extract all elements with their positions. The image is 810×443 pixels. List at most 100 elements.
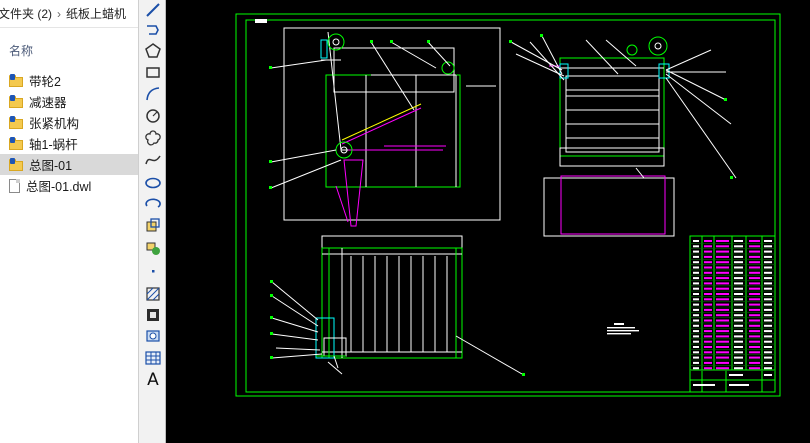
rectangle-icon[interactable] bbox=[142, 62, 164, 82]
bom-cell-mark bbox=[716, 287, 729, 290]
list-item-folder[interactable]: 带轮2 bbox=[0, 70, 138, 91]
bom-cell-mark bbox=[704, 250, 712, 253]
bom-cell-mark bbox=[693, 346, 699, 348]
region-icon[interactable] bbox=[142, 326, 164, 346]
bom-cell-mark bbox=[734, 293, 743, 295]
bom-cell-mark bbox=[734, 245, 743, 248]
bom-cell-mark bbox=[764, 240, 772, 242]
make-block-icon[interactable] bbox=[142, 238, 164, 258]
plan-view bbox=[270, 235, 525, 376]
sheet-corner-tag bbox=[255, 19, 267, 23]
ellipse-arc-icon[interactable] bbox=[142, 194, 164, 214]
front-view bbox=[269, 27, 501, 227]
bom-cell-mark bbox=[693, 303, 699, 306]
bom-cell-mark bbox=[764, 346, 772, 348]
list-item-folder[interactable]: 张紧机构 bbox=[0, 112, 138, 133]
table-icon[interactable] bbox=[142, 348, 164, 368]
spline-icon[interactable] bbox=[142, 150, 164, 170]
revision-cloud-icon[interactable] bbox=[142, 128, 164, 148]
bom-cell-mark bbox=[764, 308, 772, 311]
gradient-icon[interactable] bbox=[142, 305, 164, 325]
bom-cell-mark bbox=[749, 324, 760, 327]
drawing-canvas[interactable] bbox=[166, 0, 810, 443]
bom-cell-mark bbox=[716, 367, 729, 370]
bom-cell-mark bbox=[704, 271, 712, 274]
bom-cell-mark bbox=[749, 314, 760, 317]
bom-cell-mark bbox=[734, 250, 743, 253]
polygon-icon[interactable] bbox=[142, 41, 164, 61]
bom-cell-mark bbox=[716, 293, 729, 295]
bom-cell-mark bbox=[749, 277, 760, 280]
bom-cell-mark bbox=[693, 282, 699, 285]
file-item-label: 轴1-蜗杆 bbox=[29, 138, 78, 152]
bom-cell-mark bbox=[734, 308, 743, 311]
line-icon[interactable] bbox=[142, 0, 164, 20]
bom-cell-mark bbox=[734, 335, 743, 338]
breadcrumb-separator-icon: › bbox=[57, 6, 62, 21]
bom-cell-mark bbox=[734, 340, 743, 343]
bom-cell-mark bbox=[704, 245, 712, 248]
polyline-icon[interactable] bbox=[142, 20, 164, 40]
bom-cell-mark bbox=[749, 287, 760, 290]
bom-cell-mark bbox=[693, 351, 699, 354]
bom-cell-mark bbox=[764, 261, 772, 264]
bom-cell-mark bbox=[693, 367, 699, 370]
bom-cell-mark bbox=[693, 240, 699, 242]
multiline-text-icon[interactable]: A bbox=[142, 370, 164, 390]
draw-toolbar: A bbox=[138, 0, 166, 443]
cad-drawing[interactable] bbox=[166, 0, 810, 443]
bom-cell-mark bbox=[734, 277, 743, 280]
list-item-folder[interactable]: 轴1-蜗杆 bbox=[0, 133, 138, 154]
bom-cell-mark bbox=[693, 261, 699, 264]
bom-cell-mark bbox=[704, 293, 712, 295]
bom-cell-mark bbox=[716, 308, 729, 311]
breadcrumb-item-parent[interactable]: 文件夹 (2) bbox=[0, 7, 53, 21]
bom-cell-mark bbox=[764, 335, 772, 338]
bom-cell-mark bbox=[716, 245, 729, 248]
bom-cell-mark bbox=[749, 319, 760, 322]
column-header-name[interactable]: 名称 bbox=[9, 44, 34, 58]
list-item-file[interactable]: 总图-01.dwl bbox=[0, 175, 138, 196]
ellipse-icon[interactable] bbox=[142, 173, 164, 193]
folder-icon bbox=[9, 95, 23, 108]
arc-icon[interactable] bbox=[142, 84, 164, 104]
bom-cell-mark bbox=[693, 266, 699, 269]
bom-cell-mark bbox=[704, 351, 712, 354]
bom-cell-mark bbox=[734, 319, 743, 322]
bom-cell-mark bbox=[716, 351, 729, 354]
bom-cell-mark bbox=[764, 255, 772, 258]
bom-cell-mark bbox=[764, 340, 772, 343]
bom-cell-mark bbox=[749, 346, 760, 348]
bom-cell-mark bbox=[693, 255, 699, 258]
point-icon[interactable] bbox=[142, 261, 164, 281]
breadcrumb-item-current[interactable]: 纸板上蜡机 bbox=[66, 7, 127, 21]
bom-cell-mark bbox=[704, 308, 712, 311]
bom-cell-mark bbox=[764, 266, 772, 269]
bom-cell-mark bbox=[734, 266, 743, 269]
bom-cell-mark bbox=[716, 340, 729, 343]
bom-cell-mark bbox=[693, 330, 699, 333]
bom-cell-mark bbox=[734, 367, 743, 370]
circle-icon[interactable] bbox=[142, 106, 164, 126]
bom-cell-mark bbox=[704, 255, 712, 258]
bom-cell-mark bbox=[764, 245, 772, 248]
bom-cell-mark bbox=[749, 240, 760, 242]
list-item-folder[interactable]: 减速器 bbox=[0, 91, 138, 112]
bom-cell-mark bbox=[764, 319, 772, 322]
list-item-folder-selected[interactable]: 总图-01 bbox=[0, 154, 138, 175]
bom-cell-mark bbox=[734, 282, 743, 285]
bom-cell-mark bbox=[716, 330, 729, 333]
bom-cell-mark bbox=[716, 303, 729, 306]
sheet-inner-frame bbox=[245, 19, 776, 393]
bom-cell-mark bbox=[734, 346, 743, 348]
insert-block-icon[interactable] bbox=[142, 215, 164, 235]
technical-notes-block bbox=[607, 323, 639, 335]
bom-cell-mark bbox=[693, 361, 699, 364]
bom-cell-mark bbox=[704, 287, 712, 290]
bom-cell-mark bbox=[704, 367, 712, 370]
hatch-icon[interactable] bbox=[142, 284, 164, 304]
file-item-label: 减速器 bbox=[29, 96, 67, 110]
bom-cell-mark bbox=[734, 240, 743, 242]
bom-cell-mark bbox=[749, 245, 760, 248]
file-item-label: 张紧机构 bbox=[29, 117, 80, 131]
